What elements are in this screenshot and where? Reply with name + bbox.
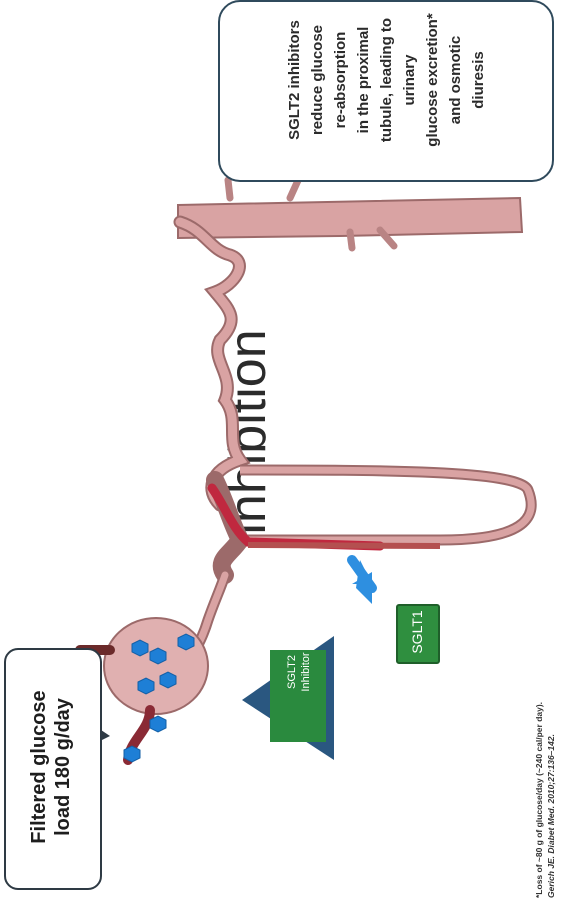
callout-text: SGLT2 inhibitors reduce glucose re-absor…: [226, 0, 546, 175]
callout-line: SGLT2 inhibitors: [283, 0, 306, 175]
callout-line: and osmotic: [444, 0, 467, 175]
footnote: *Loss of ~80 g of glucose/day (~240 cal/…: [533, 578, 563, 898]
distal-tubule-fill: [180, 222, 240, 505]
proximal-tubule-2: [248, 545, 440, 546]
callout-line: diuresis: [467, 0, 490, 175]
callout-line: in the proximal: [352, 0, 375, 175]
filtered-glucose-line1: Filtered glucose: [27, 690, 51, 843]
callout-line: reduce glucose: [306, 0, 329, 175]
sglt2-line2: Inhibitor: [299, 627, 313, 717]
callout-line: glucose excretion*: [421, 0, 444, 175]
loop-of-henle: [240, 470, 531, 540]
filtered-glucose-line2: load 180 g/day: [51, 698, 75, 836]
footnote-line1: *Loss of ~80 g of glucose/day (~240 cal/…: [533, 578, 545, 898]
sglt2-inhibitor-label: SGLT2 Inhibitor: [285, 627, 325, 717]
callout-line: re-absorption: [329, 0, 352, 175]
callout-line: tubule, leading to: [375, 0, 398, 175]
glomerulus: [104, 618, 208, 714]
sglt2-line1: SGLT2: [285, 627, 299, 717]
filtered-glucose-label: Filtered glucose load 180 g/day: [6, 652, 96, 882]
callout-line: urinary: [398, 0, 421, 175]
footnote-line2: Gerich JE. Diabet Med. 2010;27:136–142.: [545, 578, 557, 898]
sglt1-label: SGLT1: [402, 602, 432, 662]
